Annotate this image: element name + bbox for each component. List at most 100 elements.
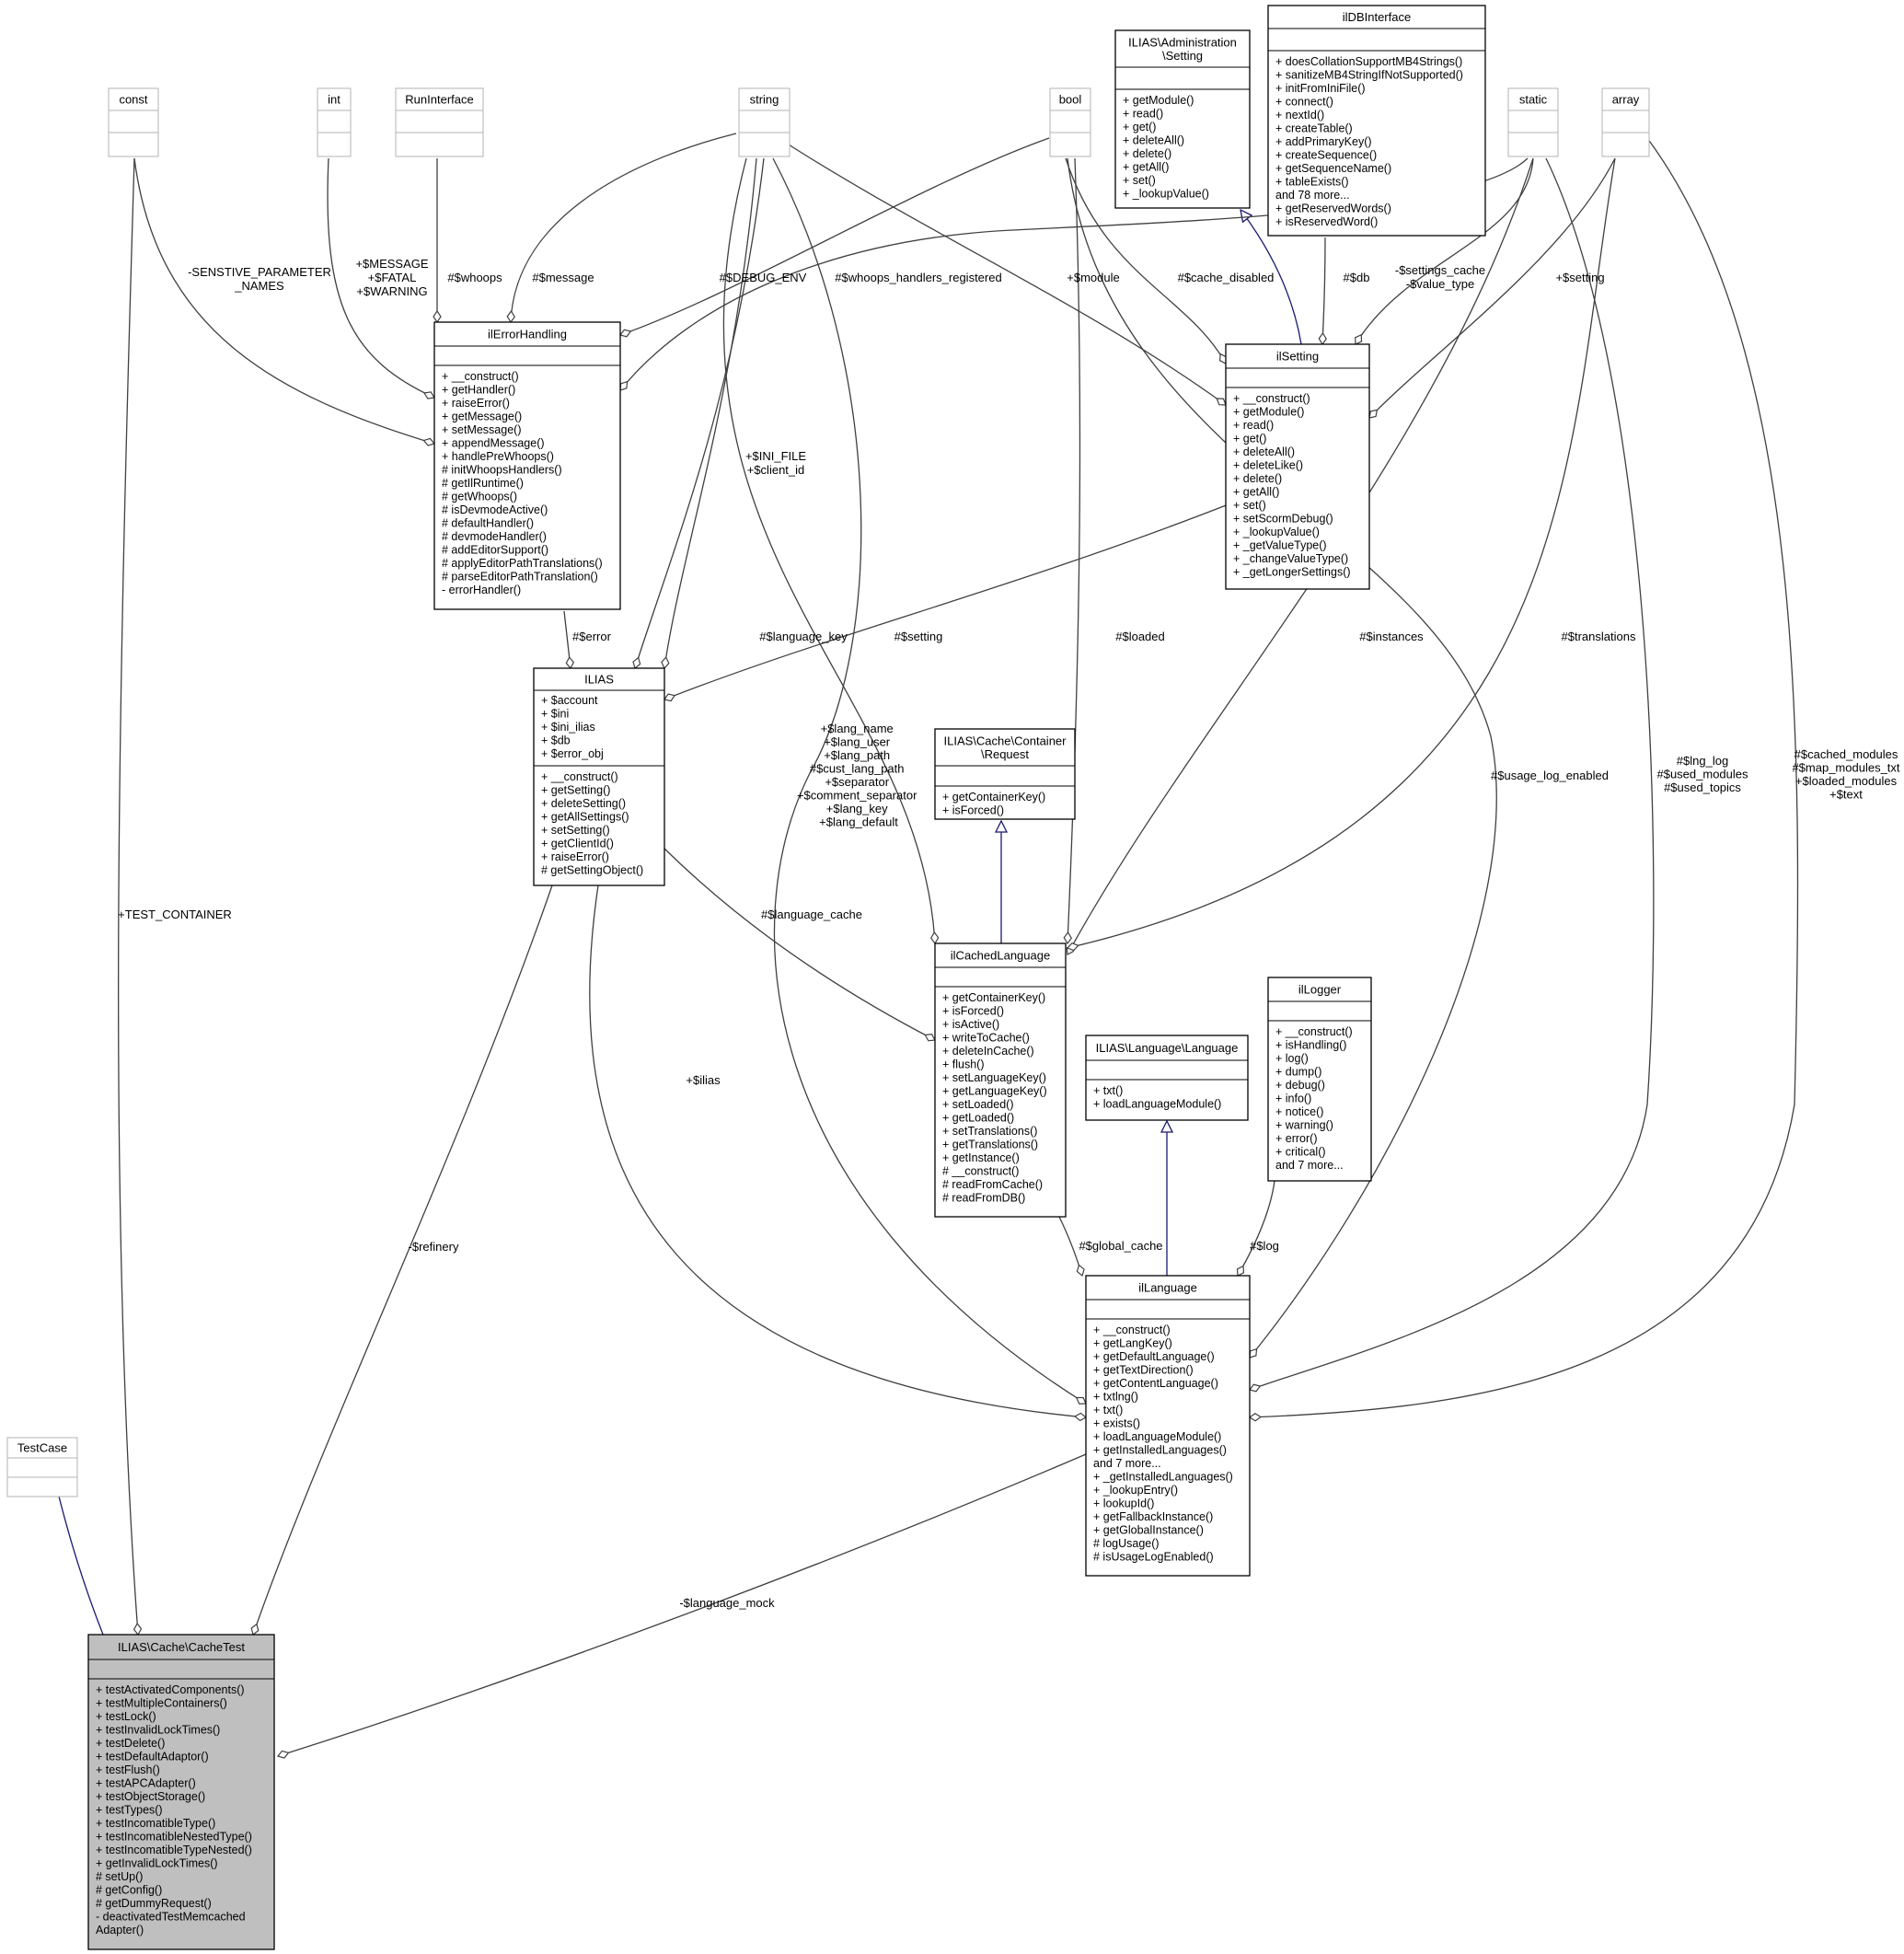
label-db: #$db (1344, 271, 1370, 284)
edge-lng-log (1250, 157, 1655, 1390)
edge-refinery (253, 885, 553, 1635)
label-language-cache: #$language_cache (761, 908, 862, 921)
label-message: #$message (532, 271, 594, 284)
label-setting: #$setting (894, 630, 943, 643)
ilsetting-title: ilSetting (1276, 350, 1319, 364)
edge-global-cache (1057, 1214, 1082, 1276)
lang_language-methods: + txt()+ loadLanguageModule() (1093, 1084, 1221, 1111)
illogger-methods: + __construct()+ isHandling()+ log()+ du… (1275, 1025, 1353, 1172)
errorhandling-box (433, 321, 621, 610)
edge-message-bool (620, 137, 1050, 335)
class-runinterface[interactable]: RunInterface (395, 87, 484, 157)
edge-ilsetting-to-admin-setting (1240, 210, 1302, 345)
class-bool[interactable]: bool (1049, 87, 1091, 157)
ilsetting-methods: + __construct()+ getModule()+ read()+ ge… (1233, 392, 1351, 579)
bool-title: bool (1059, 93, 1082, 107)
class-admin-setting[interactable]: ILIAS\Administration\Setting + getModule(… (1114, 29, 1251, 209)
label-ilias-prop: +$ilias (686, 1073, 721, 1087)
array-box (1601, 87, 1650, 157)
edge-db (1322, 237, 1325, 344)
class-ilsetting[interactable]: ilSetting + __construct()+ getModule()+ r… (1225, 343, 1370, 590)
edge-log (1238, 1180, 1275, 1276)
class-array[interactable]: array (1601, 87, 1650, 157)
class-int[interactable]: int (317, 87, 352, 157)
class-ildbinterface[interactable]: ilDBInterface+ doesCollationSupportMB4St… (1267, 5, 1486, 237)
static-box (1507, 87, 1559, 157)
class-static[interactable]: static (1507, 87, 1559, 157)
ilias-methods: + __construct()+ getSetting()+ deleteSet… (541, 770, 643, 877)
edge-lang-strings (772, 157, 1086, 1404)
label-refinery: -$refinery (409, 1240, 459, 1254)
runinterface-box (395, 87, 484, 157)
label-language-key: #$language_key (759, 630, 848, 643)
label-global-cache: #$global_cache (1079, 1239, 1162, 1253)
edge-cached-modules (1250, 137, 1799, 1417)
cachetest-title: ILIAS\Cache\CacheTest (118, 1640, 245, 1654)
edge-translations (1067, 157, 1616, 948)
edge-sensitive-names (133, 157, 434, 444)
label-ini-file: +$INI_FILE+$client_id (745, 449, 806, 477)
edge-cache-disabled (1065, 157, 1226, 364)
edge-settings-cache (1356, 157, 1534, 344)
edge-ini-file (664, 157, 757, 668)
class-illanguage[interactable]: ilLanguage + __construct()+ getLangKey()+… (1085, 1275, 1251, 1577)
cachedlanguage-title: ilCachedLanguage (951, 949, 1050, 963)
label-language-mock: -$language_mock (679, 1596, 775, 1610)
label-cache-disabled: #$cache_disabled (1178, 271, 1275, 284)
string-title: string (750, 93, 779, 107)
class-cache-request[interactable]: ILIAS\Cache\Container\Request+ getContai… (934, 728, 1076, 820)
class-illogger[interactable]: ilLogger + __construct()+ isHandling()+ l… (1267, 977, 1372, 1182)
label-whoops: #$whoops (447, 271, 502, 284)
testcase-box (6, 1437, 78, 1497)
lang_language-title: ILIAS\Language\Language (1096, 1041, 1239, 1055)
errorhandling-title: ilErrorHandling (488, 328, 567, 341)
class-const[interactable]: const (108, 87, 159, 157)
admin_setting-title: ILIAS\Administration\Setting (1128, 35, 1237, 63)
label-error: #$error (572, 630, 612, 643)
ilias-box (533, 667, 665, 886)
class-cachetest[interactable]: ILIAS\Cache\CacheTest+ testActivatedComp… (87, 1634, 275, 1950)
class-string[interactable]: string (738, 87, 790, 157)
label-whoops-registered: #$whoops_handlers_registered (835, 271, 1001, 284)
cachetest-box (87, 1634, 275, 1950)
dbinterface-title: ilDBInterface (1343, 10, 1411, 24)
edge-setting-to-ilias (664, 502, 1234, 700)
label-module: +$module (1067, 271, 1119, 284)
cache_request-methods: + getContainerKey()+ isForced() (942, 791, 1045, 817)
class-ilcachedlanguage[interactable]: ilCachedLanguage + getContainerKey()+ isF… (934, 942, 1067, 1218)
label-int-consts: +$MESSAGE+$FATAL+$WARNING (355, 257, 428, 298)
class-language-interface[interactable]: ILIAS\Language\Language + txt()+ loadLang… (1085, 1035, 1249, 1121)
illanguage-title: ilLanguage (1138, 1281, 1197, 1295)
edge-debug-env (635, 157, 765, 668)
illanguage-box (1085, 1275, 1251, 1577)
class-testcase[interactable]: TestCase (6, 1437, 78, 1497)
label-sensitive-names: -SENSTIVE_PARAMETER_NAMES (188, 265, 331, 293)
static-title: static (1519, 93, 1548, 107)
label-translations: #$translations (1562, 630, 1636, 643)
label-lng-log: #$lng_log#$used_modules#$used_topics (1656, 754, 1748, 794)
class-ilerrorhandling[interactable]: ilErrorHandling + __construct()+ getHandl… (433, 321, 621, 610)
edge-setting-array (1369, 157, 1616, 418)
label-loaded: #$loaded (1115, 630, 1165, 643)
label-instances: #$instances (1359, 630, 1424, 643)
cachedlanguage-methods: + getContainerKey()+ isForced()+ isActiv… (942, 991, 1047, 1205)
ilias-attributes: + $account+ $ini+ $ini_ilias+ $db+ $erro… (541, 694, 604, 760)
array-title: array (1612, 93, 1640, 107)
testcase-title: TestCase (17, 1441, 67, 1455)
illanguage-methods: + __construct()+ getLangKey()+ getDefaul… (1093, 1324, 1233, 1564)
label-cached-modules: #$cached_modules#$map_modules_txt+$loade… (1792, 747, 1899, 802)
const-title: const (119, 93, 147, 107)
label-log: #$log (1250, 1239, 1279, 1253)
admin_setting-methods: + getModule()+ read()+ get()+ deleteAll(… (1123, 94, 1209, 201)
cachedlanguage-box (934, 942, 1067, 1218)
label-test-container: +TEST_CONTAINER (118, 908, 232, 921)
illogger-title: ilLogger (1298, 983, 1342, 997)
class-ilias[interactable]: ILIAS+ $account+ $ini+ $ini_ilias+ $db+ … (533, 667, 665, 886)
label-settings-cache: -$settings_cache-$value_type (1395, 263, 1485, 291)
illogger-box (1267, 977, 1372, 1182)
bool-box (1049, 87, 1091, 157)
ilsetting-box (1225, 343, 1370, 590)
errorhandling-methods: + __construct()+ getHandler()+ raiseErro… (442, 370, 603, 596)
string-box (738, 87, 790, 157)
